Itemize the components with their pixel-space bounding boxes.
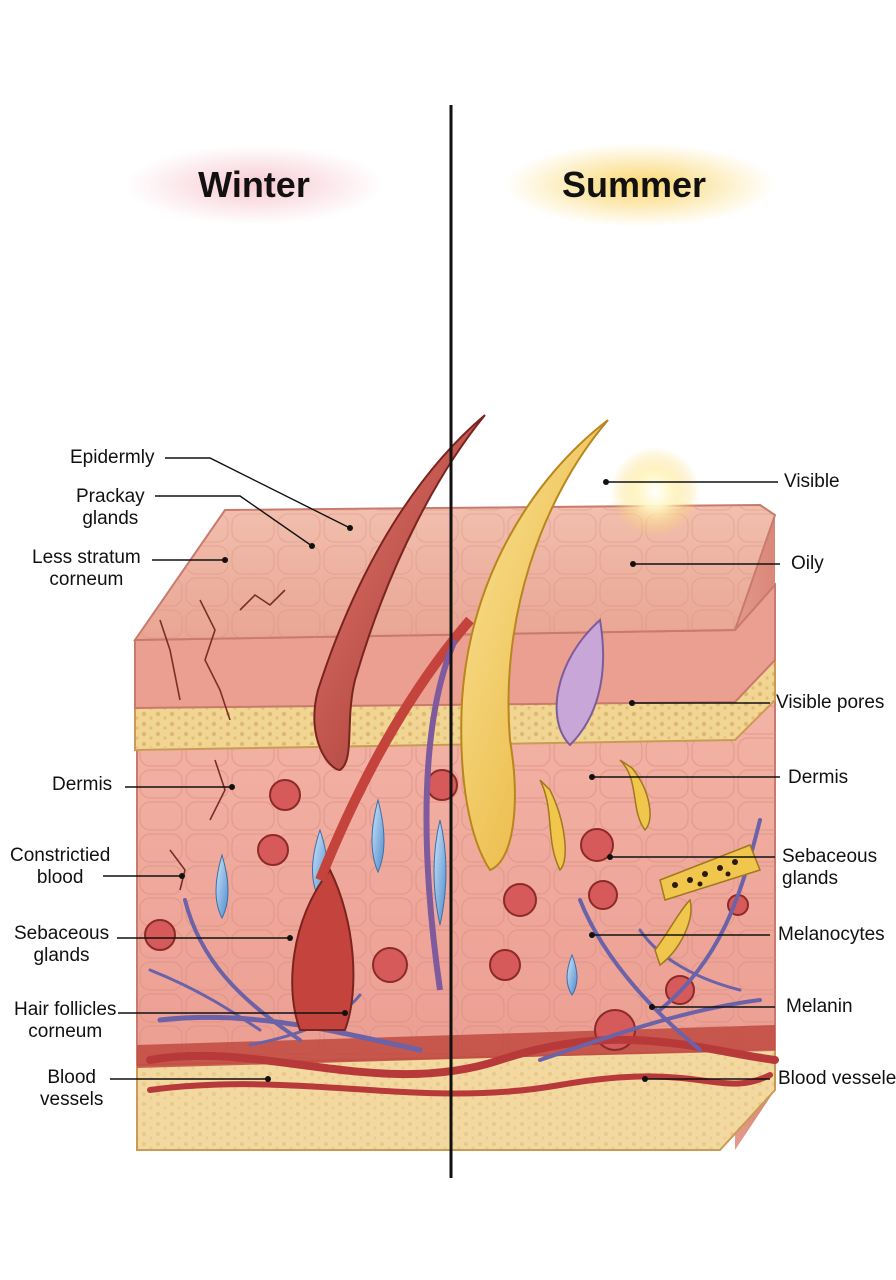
- label-blood-vessels-summer: Blood vessele: [778, 1068, 896, 1089]
- label-melanin: Melanin: [786, 996, 853, 1017]
- skin-cracks: [159, 589, 286, 891]
- winter-heading: Winter: [198, 164, 310, 205]
- label-melanocytes: Melanocytes: [778, 924, 885, 945]
- label-dermis-winter: Dermis: [52, 774, 113, 795]
- melanocytes: [539, 759, 761, 967]
- label-oily: Oily: [791, 553, 824, 574]
- label-epidermis: Epidermly: [70, 447, 155, 468]
- label-stratum-corneum: Less stratum corneum: [32, 547, 141, 590]
- winter-hair: [291, 414, 486, 1031]
- label-hair-follicles: Hair follicles corneum: [14, 999, 117, 1042]
- winter-glow: [125, 145, 385, 225]
- label-sebaceous-summer: Sebaceous glands: [782, 846, 878, 889]
- label-constricted-blood: Constrictied blood: [10, 845, 111, 888]
- label-visible: Visible: [784, 471, 840, 492]
- label-blood-vessels-winter: Blood vessels: [40, 1067, 104, 1110]
- label-sebaceous-winter: Sebaceous glands: [14, 923, 110, 966]
- leader-dots: [179, 479, 655, 1082]
- label-prackay-glands: Prackay glands: [76, 486, 145, 529]
- leader-lines: [103, 457, 780, 1080]
- droplets: [215, 798, 578, 996]
- label-visible-pores: Visible pores: [776, 692, 885, 713]
- sun-icon: [610, 447, 700, 537]
- summer-glow: [505, 143, 775, 227]
- summer-hair: [460, 419, 609, 872]
- label-dermis-summer: Dermis: [788, 767, 849, 788]
- melanin-granules: [672, 859, 738, 888]
- summer-heading: Summer: [561, 164, 707, 205]
